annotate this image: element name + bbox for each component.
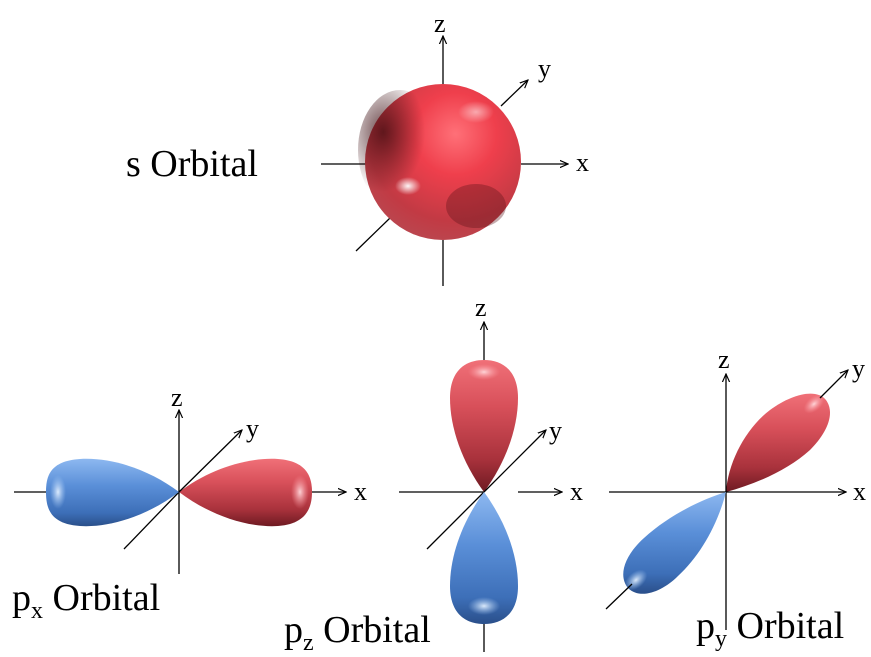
px-positive-lobe	[179, 458, 312, 527]
pz-positive-lobe	[450, 360, 518, 492]
pz-orbital-group: z y x pz Orbital	[284, 293, 583, 656]
px-x-label: x	[354, 477, 367, 506]
px-orbital-label: px Orbital	[12, 577, 160, 624]
s-sphere-shadow-lower	[446, 184, 506, 228]
s-orbital-group: z y x s Orbital	[126, 9, 589, 286]
px-orbital-group: z y x px Orbital	[12, 383, 367, 624]
py-y-label: y	[852, 354, 865, 383]
pz-negative-lobe	[450, 492, 518, 624]
py-orbital-group: z y x py Orbital	[605, 345, 866, 652]
py-positive-lobe-highlight	[803, 394, 825, 414]
s-orbital-label: s Orbital	[126, 143, 258, 185]
pz-z-label: z	[475, 293, 487, 322]
py-y-axis-back	[605, 583, 633, 610]
s-sphere-highlight-top	[458, 101, 494, 123]
s-z-label: z	[434, 9, 446, 38]
px-negative-lobe-highlight	[50, 475, 66, 509]
s-y-axis-back	[355, 217, 391, 252]
pz-negative-lobe-highlight	[468, 597, 500, 615]
py-x-label: x	[853, 477, 866, 506]
s-x-label: x	[576, 148, 589, 177]
pz-y-label: y	[549, 416, 562, 445]
py-orbital-label: py Orbital	[696, 605, 844, 652]
px-positive-lobe-highlight	[291, 475, 309, 509]
py-positive-lobe	[726, 393, 831, 492]
py-negative-lobe	[623, 492, 726, 594]
pz-x-label: x	[570, 477, 583, 506]
s-sphere-highlight	[395, 177, 421, 195]
px-negative-lobe	[46, 458, 179, 527]
pz-positive-lobe-highlight	[468, 364, 500, 380]
pz-orbital-label: pz Orbital	[284, 609, 431, 652]
px-y-axis-arrow	[178, 430, 242, 493]
pz-y-axis-back	[426, 491, 485, 550]
px-z-label: z	[171, 383, 183, 412]
s-y-label: y	[538, 54, 551, 83]
px-y-label: y	[246, 414, 259, 443]
py-y-axis-arrow	[819, 370, 848, 399]
pz-y-axis-arrow	[483, 430, 546, 493]
py-z-label: z	[718, 345, 730, 374]
px-y-axis-back	[123, 491, 180, 550]
s-sphere-shadow	[358, 90, 442, 210]
s-y-axis-arrow	[500, 80, 528, 107]
